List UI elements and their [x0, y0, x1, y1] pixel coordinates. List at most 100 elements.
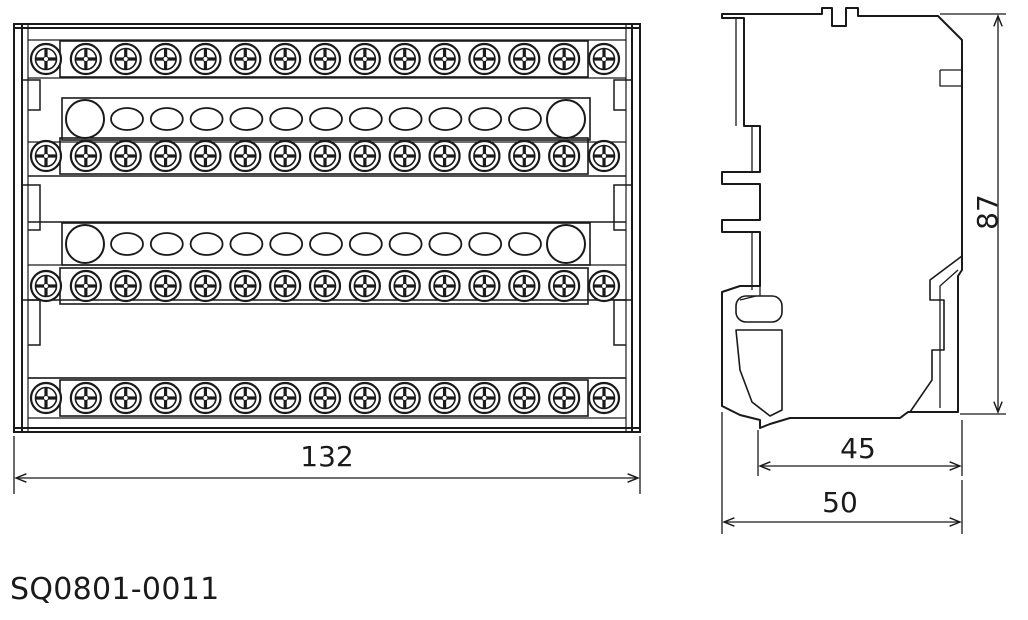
screw-terminal-icon — [269, 42, 302, 76]
screw-terminal-icon — [428, 42, 461, 76]
screw-terminal-icon — [548, 381, 581, 415]
mounting-hole-icon — [65, 99, 105, 139]
screw-terminal-icon — [69, 139, 102, 173]
screw-terminal-icon — [548, 42, 581, 76]
screw-terminal-icon — [348, 269, 381, 303]
screw-terminal-icon — [149, 42, 182, 76]
oval-hole-icon — [428, 232, 463, 256]
oval-hole-icon — [269, 232, 304, 256]
screw-terminal-icon — [468, 381, 501, 415]
screw-terminal-icon — [348, 42, 381, 76]
screw-terminal-icon — [308, 42, 342, 76]
side-profile-outline — [721, 7, 963, 429]
oval-hole-icon — [428, 107, 463, 131]
width-dimension — [13, 436, 641, 494]
screw-terminal-icon — [229, 42, 262, 76]
front-view — [13, 23, 641, 433]
screw-terminal-icon — [587, 139, 621, 173]
screw-terminal-icon — [109, 42, 142, 76]
oval-hole-icon — [508, 232, 542, 256]
oval-hole-icon — [189, 107, 224, 131]
oval-hole-icon — [508, 107, 542, 131]
screw-terminal-icon — [29, 42, 63, 76]
screw-terminal-icon — [508, 42, 541, 76]
oval-hole-rows — [65, 99, 586, 264]
screw-terminal-icon — [29, 139, 63, 173]
screw-terminal-icon — [308, 269, 342, 303]
oval-hole-icon — [468, 232, 503, 256]
oval-hole-icon — [309, 107, 343, 131]
width-dimension-label: 132 — [300, 440, 353, 473]
screw-terminal-icon — [548, 139, 581, 173]
screw-terminal-icon — [29, 381, 63, 415]
oval-hole-icon — [348, 232, 383, 256]
screw-terminal-icon — [428, 269, 461, 303]
part-number: SQ0801-0011 — [10, 572, 220, 607]
inner-depth-dimension-label: 45 — [840, 432, 876, 465]
screw-terminal-icon — [69, 269, 102, 303]
screw-terminal-icon — [548, 269, 581, 303]
oval-hole-icon — [468, 107, 503, 131]
screw-terminal-icon — [468, 42, 501, 76]
screw-terminal-icon — [269, 139, 302, 173]
oval-hole-icon — [149, 107, 184, 131]
oval-hole-icon — [229, 232, 264, 256]
inner-depth-dimension — [757, 420, 963, 476]
oval-hole-icon — [388, 107, 423, 131]
screw-terminal-icon — [229, 139, 262, 173]
oval-hole-icon — [110, 107, 144, 131]
screw-terminal-icon — [149, 381, 182, 415]
side-view — [721, 7, 963, 429]
screw-terminal-icon — [189, 139, 222, 173]
screw-terminal-icon — [189, 42, 222, 76]
outer-depth-dimension — [721, 412, 963, 534]
mounting-hole-icon — [546, 99, 586, 139]
screw-terminal-icon — [508, 269, 541, 303]
screw-terminal-icon — [587, 269, 621, 303]
screw-terminal-icon — [269, 381, 302, 415]
oval-hole-icon — [149, 232, 184, 256]
screw-terminal-icon — [308, 381, 342, 415]
oval-hole-icon — [229, 107, 264, 131]
screw-terminal-icon — [587, 42, 621, 76]
front-outer-frame — [13, 23, 641, 433]
screw-terminal-icon — [348, 139, 381, 173]
screw-terminal-rows — [29, 42, 621, 415]
screw-terminal-icon — [428, 381, 461, 415]
screw-terminal-icon — [388, 269, 421, 303]
screw-terminal-icon — [587, 381, 621, 415]
screw-terminal-icon — [308, 139, 342, 173]
mounting-hole-icon — [65, 224, 105, 264]
screw-terminal-icon — [109, 139, 142, 173]
screw-terminal-icon — [468, 269, 501, 303]
screw-terminal-icon — [508, 381, 541, 415]
height-dimension — [940, 13, 1006, 415]
oval-hole-icon — [309, 232, 343, 256]
screw-terminal-icon — [189, 381, 222, 415]
screw-terminal-icon — [269, 269, 302, 303]
screw-terminal-icon — [388, 42, 421, 76]
oval-hole-icon — [110, 232, 144, 256]
screw-terminal-icon — [388, 381, 421, 415]
oval-hole-icon — [348, 107, 383, 131]
screw-terminal-icon — [29, 269, 63, 303]
mounting-hole-icon — [546, 224, 586, 264]
screw-terminal-icon — [388, 139, 421, 173]
height-dimension-label: 87 — [971, 194, 1004, 230]
screw-terminal-icon — [149, 269, 182, 303]
oval-hole-icon — [388, 232, 423, 256]
screw-terminal-icon — [109, 269, 142, 303]
screw-terminal-icon — [109, 381, 142, 415]
screw-terminal-icon — [69, 381, 102, 415]
screw-terminal-icon — [468, 139, 501, 173]
screw-terminal-icon — [348, 381, 381, 415]
screw-terminal-icon — [229, 381, 262, 415]
screw-terminal-icon — [508, 139, 541, 173]
oval-hole-icon — [189, 232, 224, 256]
oval-hole-icon — [269, 107, 304, 131]
screw-terminal-icon — [229, 269, 262, 303]
screw-terminal-icon — [189, 269, 222, 303]
outer-depth-dimension-label: 50 — [822, 486, 858, 519]
screw-terminal-icon — [69, 42, 102, 76]
